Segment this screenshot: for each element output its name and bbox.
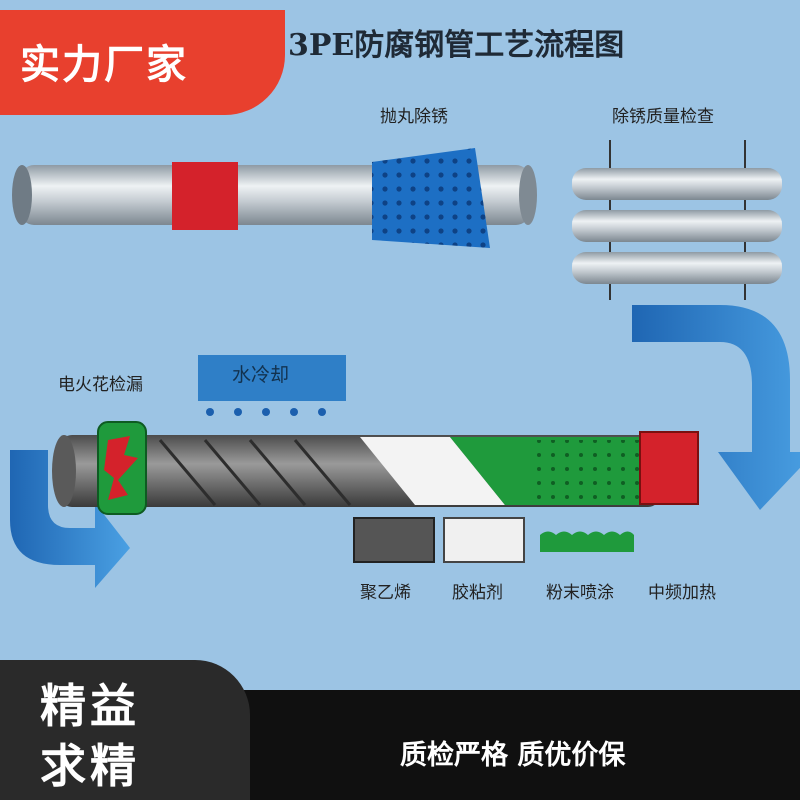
coating-pipe	[52, 421, 699, 515]
polyethylene-block	[353, 517, 435, 563]
label-polyethylene: 聚乙烯	[360, 583, 411, 603]
bottom-left-line2: 求精	[40, 739, 140, 793]
label-induction-heat: 中频加热	[648, 583, 716, 603]
label-spark-test: 电火花检漏	[58, 375, 143, 395]
inspection-pipes	[572, 140, 782, 300]
top-badge-text: 实力厂家	[20, 42, 188, 88]
water-cooler	[198, 355, 346, 401]
label-adhesive: 胶粘剂	[452, 583, 503, 603]
label-water-cool: 水冷却	[232, 364, 290, 386]
adhesive-block	[443, 517, 525, 563]
powder-tray	[540, 531, 634, 552]
label-quality-check: 除锈质量检查	[612, 107, 714, 127]
top-badge: 实力厂家	[0, 10, 285, 115]
label-powder-spray: 粉末喷涂	[546, 583, 614, 603]
page-title: 3PE防腐钢管工艺流程图	[288, 28, 625, 63]
flow-arrow-left	[10, 450, 130, 588]
bottom-left-badge: 精益 求精	[0, 660, 250, 800]
bottom-left-line1: 精益	[40, 679, 140, 733]
label-shot-blast: 抛丸除锈	[380, 107, 448, 127]
slogan-text: 质检严格 质优价保	[400, 740, 626, 771]
flow-arrow-down	[632, 305, 800, 510]
top-pipe	[12, 148, 537, 248]
